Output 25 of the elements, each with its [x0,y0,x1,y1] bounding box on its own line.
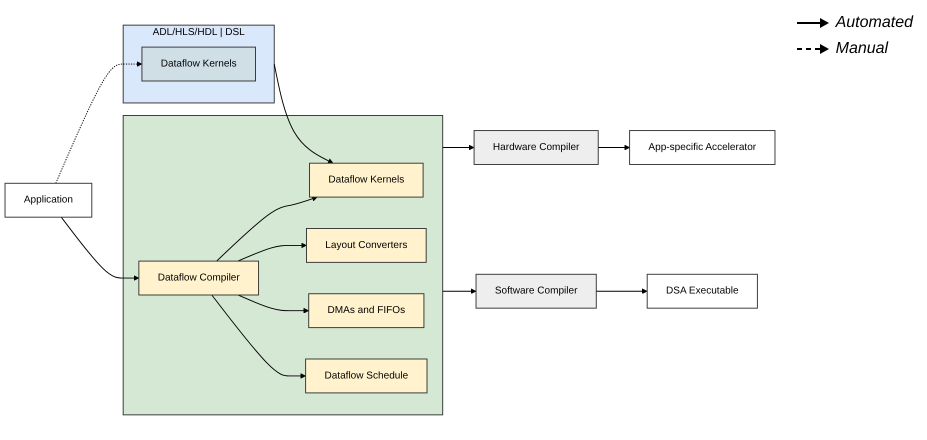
arrow [598,144,630,150]
arrow [237,294,309,314]
arrow [60,216,140,281]
arrow [274,64,334,164]
node-box: Dataflow Kernels [309,162,424,198]
node-box: App-specific Accelerator [629,130,776,165]
node-box: Dataflow Schedule [305,358,428,394]
legend-text: Automated [836,14,913,32]
cluster [122,115,444,416]
legend-text: Manual [836,40,888,58]
arrow [237,242,307,262]
node-box: Software Compiler [476,274,597,309]
node-box: Dataflow Kernels [141,46,256,82]
node-box: Application [4,182,92,218]
node-box: DMAs and FIFOs [308,293,424,328]
node-box: Layout Converters [306,228,427,263]
arrow [442,288,476,294]
node-box: Dataflow Compiler [138,260,260,296]
arrow [442,144,474,150]
arrow [211,294,306,379]
arrow [216,196,318,262]
node-box: Hardware Compiler [474,130,599,165]
arrow [55,61,142,184]
arrow [596,288,648,294]
node-box: DSA Executable [646,274,758,309]
